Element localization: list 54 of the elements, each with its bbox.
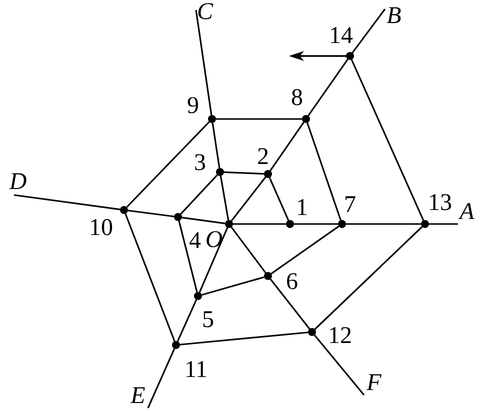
line-segment (314, 226, 423, 330)
line-segment (308, 58, 348, 116)
line-segment (352, 8, 386, 54)
point-label: 5 (202, 308, 214, 332)
point-label: 4 (189, 229, 201, 253)
ray-label: F (364, 371, 384, 395)
ray-label: C (196, 0, 214, 24)
line-segment (147, 348, 176, 408)
line-segment (314, 334, 365, 396)
line-segment (202, 276, 264, 296)
point-label: 14 (329, 24, 353, 48)
line-segment (294, 223, 338, 225)
line-segment (195, 10, 212, 116)
line-segment (268, 177, 290, 221)
line-segment (230, 226, 266, 274)
line-segment (429, 223, 458, 225)
line-segment (220, 176, 230, 220)
ray-label: D (8, 170, 28, 194)
line-segment (126, 121, 210, 208)
line-segment (346, 223, 421, 225)
line-segment (270, 226, 340, 274)
line-segment (176, 299, 198, 342)
point-label: 9 (187, 94, 199, 118)
line-segment (180, 332, 308, 346)
ray-label: E (128, 384, 148, 408)
line-segment (216, 118, 302, 120)
point-label: O (205, 228, 223, 252)
point-label: 1 (296, 196, 308, 220)
line-segment (224, 171, 264, 175)
point-label: 10 (89, 216, 113, 240)
point-label: 7 (344, 193, 356, 217)
point-label: 3 (194, 151, 206, 175)
point-label: 8 (291, 86, 303, 110)
line-segment (230, 176, 266, 222)
line-segment (198, 227, 228, 293)
line-segment (270, 122, 304, 172)
line-segment (233, 223, 286, 225)
ray-label: B (385, 4, 403, 28)
line-segment (182, 216, 226, 224)
line-segment (350, 59, 424, 221)
line-segment (124, 213, 176, 342)
point-label: 6 (286, 270, 298, 294)
line-segment (212, 122, 220, 168)
point-label: 13 (428, 191, 452, 215)
point-label: 11 (184, 358, 208, 382)
point-label: 12 (328, 324, 352, 348)
line-segment (178, 220, 198, 292)
ray-label: A (458, 200, 476, 224)
line-segment (306, 122, 342, 220)
point-label: 2 (257, 145, 269, 169)
line-segment (270, 278, 310, 330)
line-segment (14, 194, 120, 210)
line-segment (128, 210, 174, 218)
line-segment (180, 174, 218, 215)
